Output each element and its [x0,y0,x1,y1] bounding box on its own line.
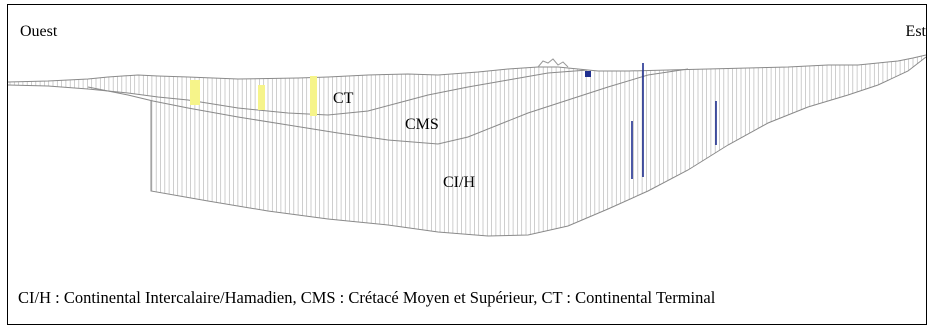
layer-label-cih: CI/H [443,174,475,191]
highlight-zones [190,76,317,116]
layer-label-ct: CT [333,90,354,107]
well-marker-square [585,71,591,77]
cross-section-panel: Ouest Est CT CMS CI/H CI [7,4,927,325]
vertical-hatching [9,56,922,236]
ground-surface-line [8,54,926,83]
east-direction-label: Est [905,23,926,40]
geological-cross-section: CT CMS CI/H [8,54,926,237]
highlight-zone-1 [190,80,200,105]
west-direction-label: Ouest [20,23,58,40]
surface-detail [537,58,569,68]
highlight-zone-2 [258,85,265,110]
cih-base-line [150,56,926,237]
highlight-zone-3 [310,76,317,116]
legend-caption: CI/H : Continental Intercalaire/Hamadien… [18,288,716,307]
layer-label-cms: CMS [405,116,439,133]
cms-cih-boundary [87,68,689,145]
well-markers [585,63,717,179]
